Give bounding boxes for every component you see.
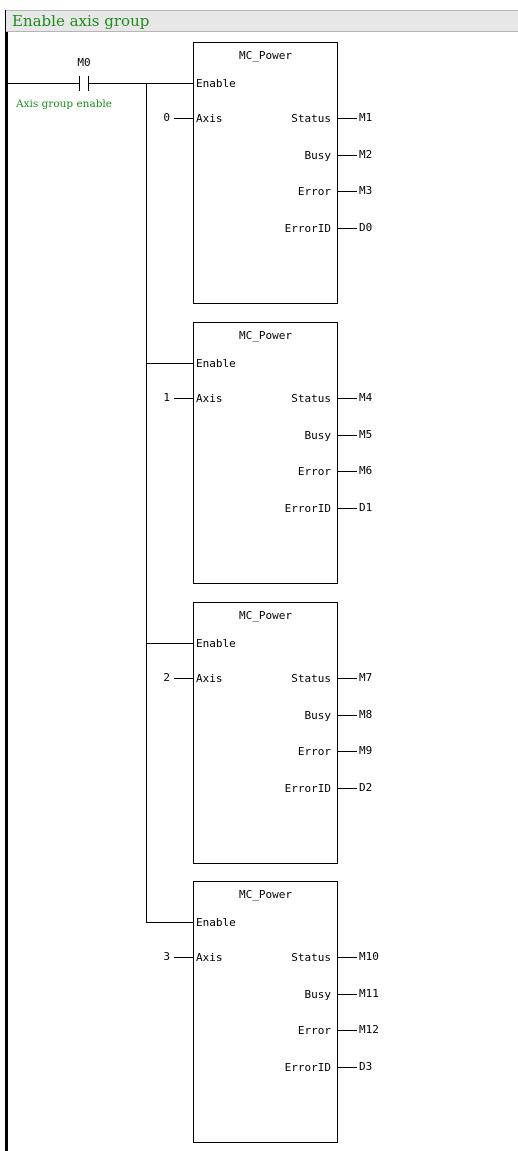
pin-busy: Busy [304,709,332,722]
pin-axis: Axis [196,951,223,964]
function-block-mc-power-2[interactable]: MC_Power Enable Axis Status Busy Error E… [193,322,338,584]
axis-input-value[interactable]: 1 [163,391,170,404]
block-type-label: MC_Power [239,49,292,62]
pin-enable: Enable [196,637,236,650]
pin-error: Error [297,465,331,478]
pin-status: Status [291,112,331,125]
block-type-label: MC_Power [239,329,292,342]
function-block-mc-power-1[interactable]: MC_Power Enable Axis Status Busy Error E… [193,42,338,304]
pin-status: Status [291,392,331,405]
pin-wires [174,118,357,1068]
pin-error: Error [297,185,331,198]
function-block-mc-power-3[interactable]: MC_Power Enable Axis Status Busy Error E… [193,602,338,864]
output-variable-errorid[interactable]: D0 [359,221,373,234]
pin-axis: Axis [196,392,223,405]
contact-comment: Axis group enable [16,98,113,110]
rung-title-bar[interactable]: Enable axis group [6,10,518,32]
output-variable-error[interactable]: M6 [359,464,373,477]
pin-errorid: ErrorID [284,1061,331,1074]
pin-enable: Enable [196,77,236,90]
block-type-label: MC_Power [239,888,292,901]
pin-status: Status [291,672,331,685]
pin-busy: Busy [304,429,332,442]
output-variable-errorid[interactable]: D3 [359,1060,373,1073]
output-variable-status[interactable]: M4 [359,391,373,404]
output-variable-busy[interactable]: M11 [359,987,379,1000]
output-variable-error[interactable]: M3 [359,184,373,197]
output-variable-status[interactable]: M7 [359,671,373,684]
output-variable-busy[interactable]: M8 [359,708,373,721]
output-variable-status[interactable]: M1 [359,111,373,124]
pin-busy: Busy [304,149,332,162]
output-variable-errorid[interactable]: D1 [359,501,373,514]
function-block-mc-power-4[interactable]: MC_Power Enable Axis Status Busy Error E… [193,881,338,1143]
axis-input-value[interactable]: 3 [163,950,170,963]
output-variable-errorid[interactable]: D2 [359,781,373,794]
contact-variable-label[interactable]: M0 [77,56,91,69]
output-variable-busy[interactable]: M2 [359,148,373,161]
output-variable-error[interactable]: M9 [359,744,373,757]
pin-error: Error [297,745,331,758]
pin-error: Error [297,1024,331,1037]
pin-axis: Axis [196,112,223,125]
axis-input-value[interactable]: 2 [163,671,170,684]
pin-errorid: ErrorID [284,222,331,235]
pin-enable: Enable [196,357,236,370]
pin-axis: Axis [196,672,223,685]
output-variable-error[interactable]: M12 [359,1023,379,1036]
output-variable-status[interactable]: M10 [359,950,379,963]
pin-errorid: ErrorID [284,782,331,795]
axis-input-value[interactable]: 0 [163,111,170,124]
block-type-label: MC_Power [239,609,292,622]
rung-title: Enable axis group [12,12,150,30]
pin-enable: Enable [196,916,236,929]
pin-status: Status [291,951,331,964]
pin-busy: Busy [304,988,332,1001]
pin-errorid: ErrorID [284,502,331,515]
output-variable-busy[interactable]: M5 [359,428,373,441]
